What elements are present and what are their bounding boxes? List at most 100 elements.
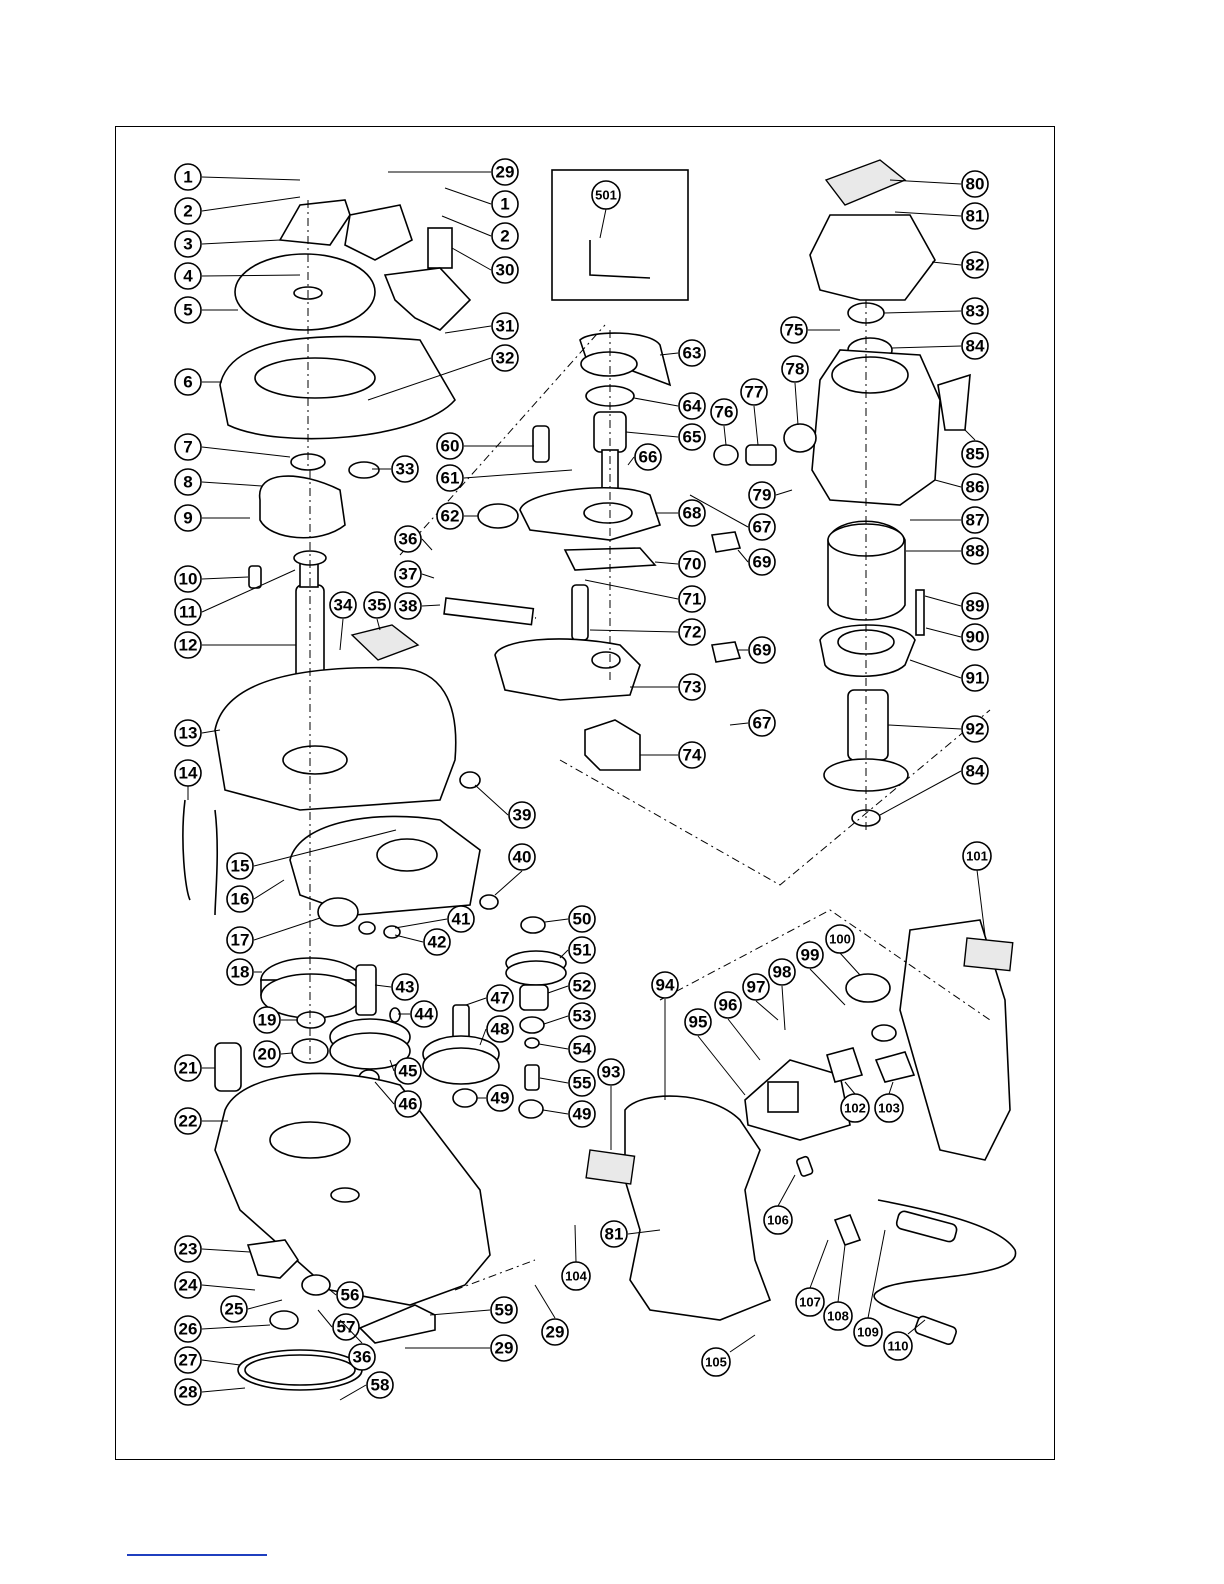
callout-35: 35 [363, 591, 391, 631]
callout-69-lower: 69 [738, 636, 776, 664]
callout-38: 38 [394, 592, 441, 620]
callout-78: 78 [781, 355, 809, 426]
svg-text:101: 101 [966, 849, 988, 864]
callout-94: 94 [651, 971, 679, 1100]
svg-text:9: 9 [183, 509, 192, 528]
svg-text:32: 32 [496, 349, 515, 368]
svg-text:53: 53 [573, 1007, 592, 1026]
svg-text:12: 12 [179, 636, 198, 655]
svg-text:22: 22 [179, 1112, 198, 1131]
callout-4: 4 [174, 262, 301, 290]
svg-text:16: 16 [231, 890, 250, 909]
svg-text:13: 13 [179, 724, 198, 743]
callout-103: 103 [874, 1081, 904, 1123]
callout-55: 55 [539, 1069, 596, 1097]
callout-40: 40 [494, 843, 536, 896]
svg-text:98: 98 [773, 963, 792, 982]
svg-text:29: 29 [496, 163, 515, 182]
svg-text:29: 29 [495, 1339, 514, 1358]
callout-91: 91 [909, 659, 989, 692]
svg-text:67: 67 [753, 518, 772, 537]
svg-text:65: 65 [683, 428, 702, 447]
svg-text:55: 55 [573, 1074, 592, 1093]
svg-text:41: 41 [452, 910, 471, 929]
callout-97: 97 [742, 973, 779, 1021]
callout-46: 46 [374, 1081, 422, 1118]
svg-text:90: 90 [966, 628, 985, 647]
svg-text:93: 93 [602, 1063, 621, 1082]
callout-81-top: 81 [894, 202, 989, 230]
callout-13: 13 [174, 719, 221, 747]
callout-89: 89 [924, 592, 989, 620]
callout-17: 17 [226, 917, 321, 954]
svg-text:72: 72 [683, 623, 702, 642]
callout-82: 82 [931, 251, 989, 279]
callout-31: 31 [444, 312, 519, 340]
callout-73: 73 [630, 673, 706, 701]
svg-text:30: 30 [496, 261, 515, 280]
callout-106: 106 [763, 1174, 796, 1235]
svg-text:102: 102 [844, 1101, 866, 1116]
callout-2-right: 2 [441, 215, 519, 250]
svg-text:43: 43 [396, 978, 415, 997]
svg-text:59: 59 [495, 1301, 514, 1320]
svg-text:85: 85 [966, 445, 985, 464]
svg-text:54: 54 [573, 1040, 592, 1059]
callout-44: 44 [398, 1000, 438, 1028]
callout-52: 52 [547, 972, 596, 1000]
callout-32: 32 [367, 344, 519, 401]
callout-34: 34 [329, 591, 357, 651]
callout-36-bottom: 36 [339, 1319, 376, 1371]
svg-text:99: 99 [801, 946, 820, 965]
svg-text:52: 52 [573, 977, 592, 996]
svg-text:45: 45 [399, 1062, 418, 1081]
svg-text:27: 27 [179, 1351, 198, 1370]
svg-text:38: 38 [399, 597, 418, 616]
callout-64: 64 [633, 392, 706, 420]
callout-6: 6 [174, 368, 222, 396]
svg-text:62: 62 [441, 507, 460, 526]
svg-text:44: 44 [415, 1005, 434, 1024]
callout-74: 74 [640, 741, 706, 769]
svg-text:81: 81 [966, 207, 985, 226]
svg-text:60: 60 [441, 437, 460, 456]
svg-text:83: 83 [966, 302, 985, 321]
callout-95: 95 [684, 1008, 746, 1096]
callout-33: 33 [372, 455, 419, 483]
callout-39: 39 [474, 784, 536, 829]
svg-text:26: 26 [179, 1320, 198, 1339]
callout-72: 72 [589, 618, 706, 646]
callout-99: 99 [796, 941, 846, 1006]
svg-text:48: 48 [491, 1020, 510, 1039]
svg-text:56: 56 [341, 1286, 360, 1305]
callout-93: 93 [597, 1058, 625, 1150]
svg-text:28: 28 [179, 1383, 198, 1402]
callout-79: 79 [748, 481, 793, 509]
callouts: 1 2 3 4 5 6 7 8 9 10 11 12 13 14 15 16 1… [174, 158, 992, 1406]
svg-text:70: 70 [683, 555, 702, 574]
callout-2: 2 [174, 196, 301, 225]
svg-text:91: 91 [966, 669, 985, 688]
svg-text:81: 81 [605, 1225, 624, 1244]
callout-30: 30 [451, 247, 519, 284]
callout-62: 62 [436, 502, 478, 530]
callout-42: 42 [394, 928, 451, 956]
svg-text:1: 1 [500, 195, 509, 214]
svg-text:36: 36 [399, 530, 418, 549]
callout-60: 60 [436, 432, 534, 460]
svg-text:33: 33 [396, 460, 415, 479]
callout-59: 59 [429, 1296, 518, 1324]
callout-49-left: 49 [477, 1084, 514, 1112]
svg-text:97: 97 [747, 978, 766, 997]
svg-text:18: 18 [231, 963, 250, 982]
svg-text:66: 66 [639, 448, 658, 467]
callout-80: 80 [889, 170, 989, 198]
callout-92: 92 [887, 715, 989, 743]
svg-text:2: 2 [183, 202, 192, 221]
callout-12: 12 [174, 631, 296, 659]
svg-text:108: 108 [827, 1309, 849, 1324]
callout-109: 109 [853, 1229, 886, 1347]
callout-10: 10 [174, 565, 249, 593]
callout-8: 8 [174, 468, 263, 496]
svg-text:14: 14 [179, 764, 198, 783]
